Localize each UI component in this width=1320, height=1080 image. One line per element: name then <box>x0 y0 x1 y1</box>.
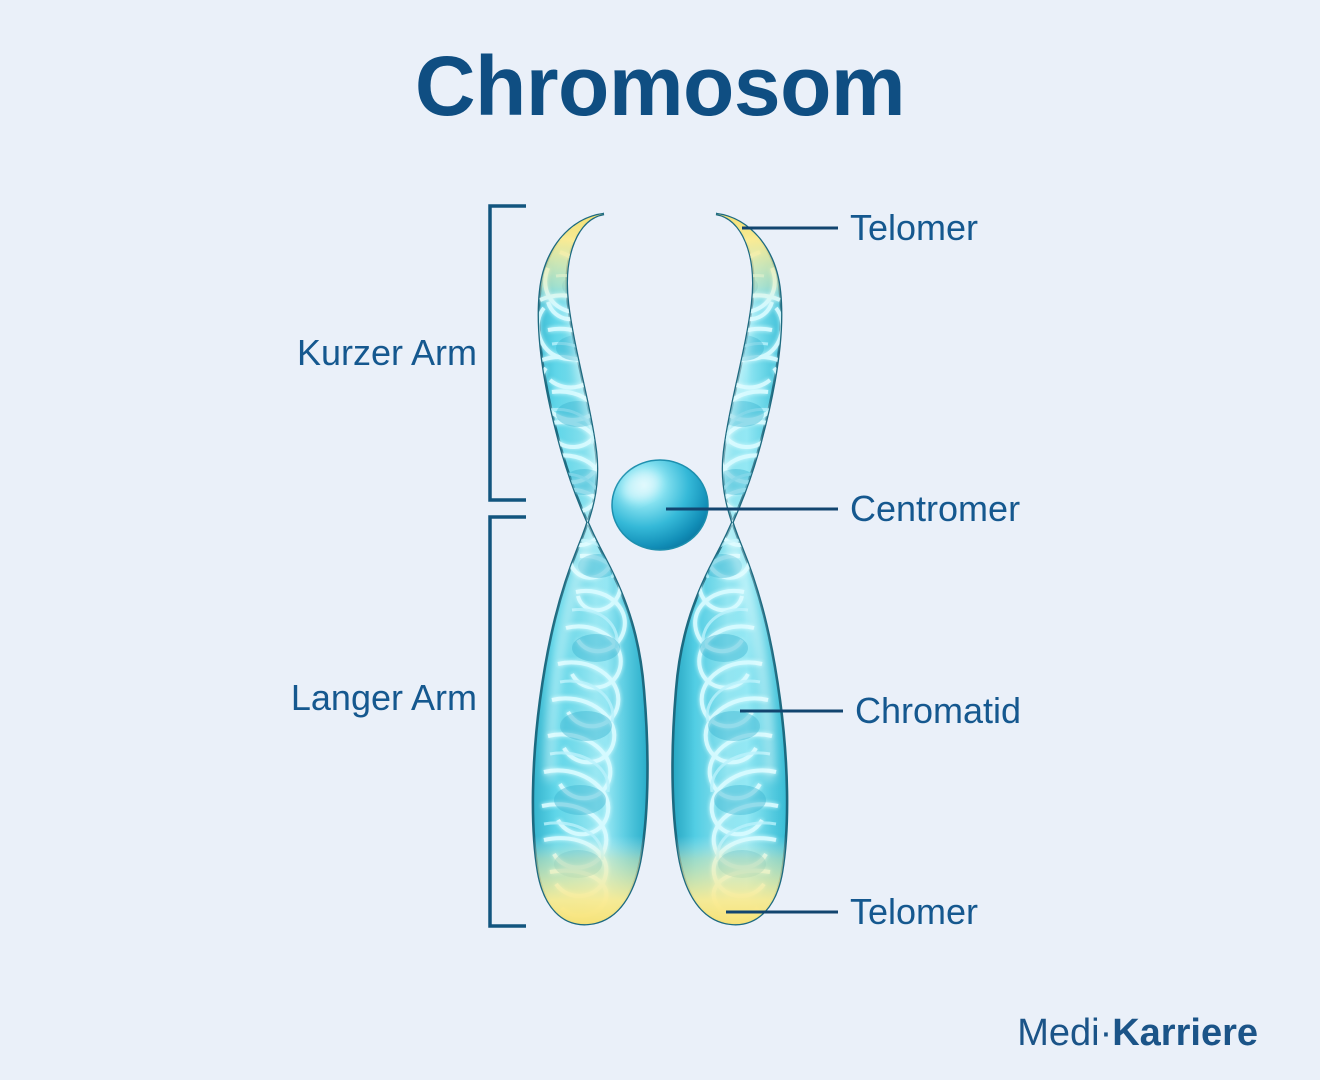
brand-logo-separator: · <box>1099 1012 1113 1054</box>
brand-logo: Medi·Karriere <box>1017 1014 1258 1052</box>
label-short-arm: Kurzer Arm <box>296 332 477 373</box>
label-chromatid: Chromatid <box>855 690 1022 731</box>
bracket-group <box>488 204 526 928</box>
brand-logo-prefix: Medi <box>1017 1012 1100 1054</box>
chromatid-left-interior <box>532 214 648 925</box>
label-telomere-bottom: Telomer <box>850 891 979 932</box>
label-telomere-top: Telomer <box>850 207 979 248</box>
bracket-short-arm <box>488 204 526 502</box>
chromatid-right <box>671 212 789 926</box>
page-title: Chromosom <box>414 39 906 133</box>
brand-logo-suffix: Karriere <box>1112 1012 1258 1054</box>
centromere-specular <box>621 470 661 502</box>
chromatid-right-interior <box>672 214 788 925</box>
centromere-sphere <box>611 459 709 551</box>
leader-lines <box>666 226 843 914</box>
label-long-arm: Langer Arm <box>290 677 477 718</box>
label-centromere: Centromer <box>850 488 1021 529</box>
centromere <box>611 459 709 551</box>
chromatid-left <box>531 212 649 926</box>
bracket-long-arm <box>488 515 526 928</box>
